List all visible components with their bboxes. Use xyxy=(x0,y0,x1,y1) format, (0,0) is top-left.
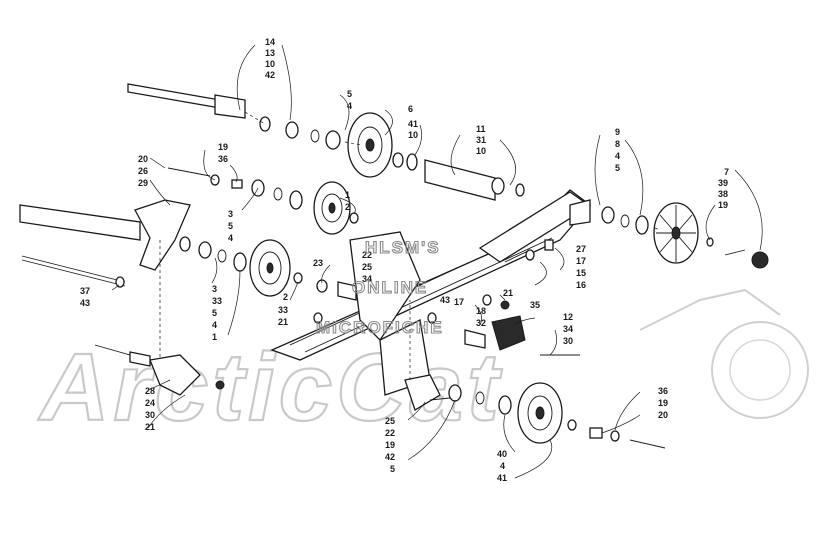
callout-label: 36 xyxy=(218,154,228,164)
callout-label: 38 xyxy=(718,189,728,199)
callout-label: 4 xyxy=(228,233,233,243)
callout-label: 22 xyxy=(362,250,372,260)
watermark-line-2: ONLINE xyxy=(352,278,428,297)
watermark-line-1: HLSM'S xyxy=(365,238,441,257)
callout-label: 1 xyxy=(345,190,350,200)
callout-label: 29 xyxy=(138,178,148,188)
callout-label: 41 xyxy=(497,473,507,483)
callout-label: 19 xyxy=(385,440,395,450)
callout-label: 22 xyxy=(385,428,395,438)
callout-label: 4 xyxy=(500,461,505,471)
callout-label: 2 xyxy=(283,292,288,302)
axle-spacer xyxy=(424,159,496,201)
callout-label: 24 xyxy=(145,398,155,408)
hardware xyxy=(94,116,769,449)
upper-shaft xyxy=(127,83,221,109)
callout-label: 19 xyxy=(718,200,728,210)
callout-label: 25 xyxy=(385,416,395,426)
center-idler-wheel xyxy=(313,181,351,235)
callout-label: 19 xyxy=(658,398,668,408)
callout-label: 42 xyxy=(385,452,395,462)
lower-idler-wheel xyxy=(249,239,291,297)
callout-label: 20 xyxy=(658,410,668,420)
callout-label: 14 xyxy=(265,37,275,47)
callout-label: 5 xyxy=(615,163,620,173)
callout-label: 34 xyxy=(362,274,372,284)
callout-label: 5 xyxy=(212,308,217,318)
callout-label: 43 xyxy=(80,298,90,308)
slider-block xyxy=(491,315,526,351)
callout-label: 8 xyxy=(615,139,620,149)
callout-label: 15 xyxy=(576,268,586,278)
callout-label: 26 xyxy=(138,166,148,176)
callout-label: 3 xyxy=(228,209,233,219)
rear-idler-wheel xyxy=(653,202,699,264)
callout-label: 11 xyxy=(476,124,486,134)
callout-label: 21 xyxy=(503,288,513,298)
callout-label: 10 xyxy=(408,130,418,140)
callout-label: 18 xyxy=(476,306,486,316)
callout-label: 30 xyxy=(563,336,573,346)
callout-label: 23 xyxy=(313,258,323,268)
idler-wheels xyxy=(249,112,699,444)
callout-label: 27 xyxy=(576,244,586,254)
callout-label: 43 xyxy=(440,295,450,305)
callout-label: 13 xyxy=(265,48,275,58)
callout-label: 7 xyxy=(724,167,729,177)
callout-label: 6 xyxy=(408,104,413,114)
callout-label: 9 xyxy=(615,127,620,137)
callout-label: 5 xyxy=(228,221,233,231)
callout-label: 4 xyxy=(347,101,352,111)
callout-label: 21 xyxy=(278,317,288,327)
callout-label: 33 xyxy=(212,296,222,306)
callout-label: 28 xyxy=(145,386,155,396)
callout-label: 33 xyxy=(278,305,288,315)
callout-label: 37 xyxy=(80,286,90,296)
callout-label: 1 xyxy=(212,332,217,342)
callout-label: 3 xyxy=(212,284,217,294)
callout-label: 31 xyxy=(476,135,486,145)
callout-label: 39 xyxy=(718,178,728,188)
callout-label: 42 xyxy=(265,70,275,80)
callout-label: 10 xyxy=(476,146,486,156)
callout-label: 10 xyxy=(265,59,275,69)
watermark-line-3: MICROFICHE xyxy=(316,318,444,337)
callout-label: 35 xyxy=(530,300,540,310)
callout-label: 41 xyxy=(408,119,418,129)
callout-label: 21 xyxy=(145,422,155,432)
lower-arm xyxy=(149,354,201,396)
shafts xyxy=(19,83,496,287)
callout-label: 2 xyxy=(345,202,350,212)
callout-label: 17 xyxy=(454,297,464,307)
callout-label: 30 xyxy=(145,410,155,420)
leader-lines xyxy=(111,44,763,479)
upper-idler-wheel xyxy=(347,112,393,178)
callout-label: 40 xyxy=(497,449,507,459)
callout-label: 12 xyxy=(563,312,573,322)
callout-label: 4 xyxy=(212,320,217,330)
callout-label: 16 xyxy=(576,280,586,290)
background-wheel-icon xyxy=(711,321,809,419)
callout-label: 36 xyxy=(658,386,668,396)
front-shaft xyxy=(19,204,141,241)
callout-label: 19 xyxy=(218,142,228,152)
suspension-arms xyxy=(134,199,441,411)
callout-label: 20 xyxy=(138,154,148,164)
callout-label: 5 xyxy=(347,89,352,99)
alignment-lines xyxy=(159,111,661,380)
callout-label: 32 xyxy=(476,318,486,328)
callout-label: 34 xyxy=(563,324,573,334)
bottom-idler-wheel xyxy=(517,382,563,444)
watermark: HLSM'S ONLINE MICROFICHE xyxy=(315,237,444,337)
front-arm xyxy=(134,199,191,271)
slide-rail-frame xyxy=(270,189,592,396)
callout-label: 25 xyxy=(362,262,372,272)
callout-label: 17 xyxy=(576,256,586,266)
rear-bracket xyxy=(404,374,441,411)
callout-label: 5 xyxy=(390,464,395,474)
callout-label: 4 xyxy=(615,151,620,161)
callout-labels: 14 13 10 42 5 4 6 41 10 11 31 10 9 8 4 5… xyxy=(80,37,729,483)
